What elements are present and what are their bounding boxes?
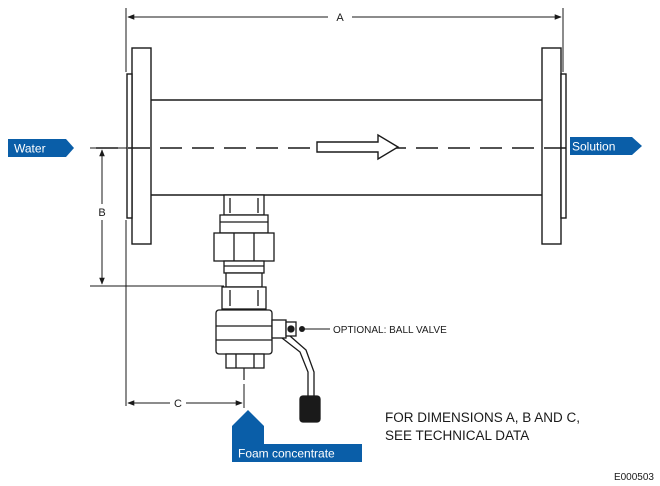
ball-valve-callout-text: OPTIONAL: BALL VALVE [333,325,447,336]
dimension-c: C [127,398,243,410]
dimension-b: B [98,149,106,285]
pipe-body [126,47,567,245]
note-line-2: SEE TECHNICAL DATA [385,428,529,443]
dimension-a-label: A [336,12,344,24]
dimension-a: A [127,12,562,24]
foam-concentrate-label-text: Foam concentrate [238,447,335,461]
dimensions-note: FOR DIMENSIONS A, B AND C, SEE TECHNICAL… [385,410,580,443]
dimension-b-label: B [98,207,105,219]
solution-label: Solution [570,137,642,155]
concentrate-fitting [213,194,275,310]
extension-lines [90,8,564,408]
dimension-c-label: C [174,398,182,410]
ball-valve-callout: OPTIONAL: BALL VALVE [299,325,447,336]
water-label-text: Water [14,142,46,156]
note-line-1: FOR DIMENSIONS A, B AND C, [385,410,580,425]
flow-direction-arrow [316,133,400,161]
foam-concentrate-label: Foam concentrate [232,410,362,462]
figure-code: E000503 [614,472,654,483]
ball-valve [215,309,321,423]
water-label: Water [8,139,74,157]
solution-label-text: Solution [572,140,615,154]
